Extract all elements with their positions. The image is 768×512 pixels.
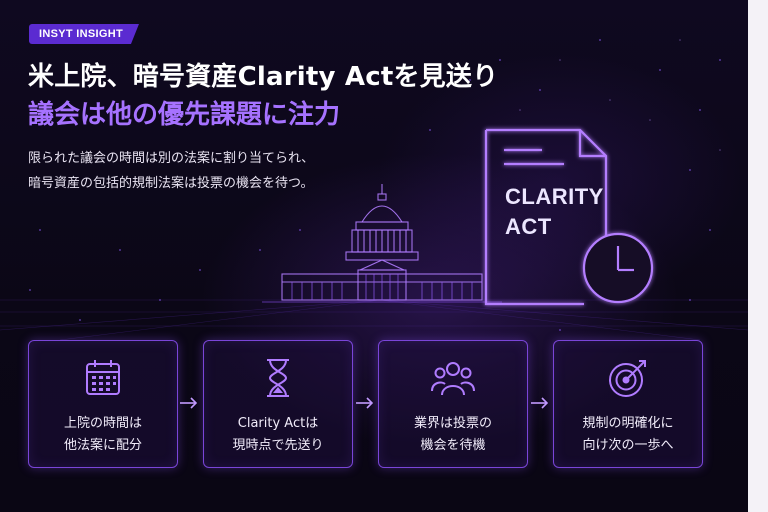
- brand-tag: INSYT INSIGHT: [29, 24, 139, 44]
- step-label: 規制の明確化に 向け次の一歩へ: [554, 413, 702, 457]
- arrow-right-icon: [356, 397, 374, 409]
- right-margin-strip: [748, 0, 768, 512]
- hourglass-icon: [267, 359, 289, 397]
- subtitle-line-1: 限られた議会の時間は別の法案に割り当てられ、: [28, 151, 315, 166]
- target-icon: [609, 360, 646, 397]
- headline-secondary: 議会は他の優先課題に注力: [28, 100, 341, 130]
- step-card-3: 業界は投票の 機会を待機: [378, 340, 528, 468]
- step-label-line-2: 他法案に配分: [63, 438, 142, 453]
- step-label-line-2: 現時点で先送り: [232, 438, 324, 453]
- step-label-line-2: 機会を待機: [420, 438, 486, 453]
- headline-primary: 米上院、暗号資産Clarity Actを見送り: [28, 62, 499, 92]
- arrow-right-icon: [531, 397, 549, 409]
- capitol-building-icon: [262, 184, 502, 303]
- document-title-line-2: ACT: [505, 214, 552, 239]
- step-card-1: 上院の時間は 他法案に配分: [28, 340, 178, 468]
- subtitle: 限られた議会の時間は別の法案に割り当てられ、 暗号資産の包括的規制法案は投票の機…: [28, 146, 314, 196]
- subtitle-line-2: 暗号資産の包括的規制法案は投票の機会を待つ。: [28, 176, 314, 191]
- step-label-line-1: 業界は投票の: [413, 416, 492, 431]
- step-label-line-1: Clarity Actは: [237, 416, 319, 431]
- calendar-icon: [86, 360, 120, 395]
- step-label: 業界は投票の 機会を待機: [379, 413, 527, 457]
- document-title-line-1: CLARITY: [505, 184, 604, 209]
- step-label-line-2: 向け次の一歩へ: [582, 438, 674, 453]
- step-label-line-1: 規制の明確化に: [582, 416, 674, 431]
- step-label: Clarity Actは 現時点で先送り: [204, 413, 352, 457]
- infographic-canvas: INSYT INSIGHT 米上院、暗号資産Clarity Actを見送り 議会…: [0, 0, 748, 512]
- step-card-2: Clarity Actは 現時点で先送り: [203, 340, 353, 468]
- step-card-4: 規制の明確化に 向け次の一歩へ: [553, 340, 703, 468]
- people-icon: [431, 362, 475, 396]
- document-title: CLARITY ACT: [505, 182, 604, 242]
- arrow-right-icon: [180, 397, 198, 409]
- step-label: 上院の時間は 他法案に配分: [29, 413, 177, 457]
- step-label-line-1: 上院の時間は: [63, 416, 142, 431]
- clarity-act-document-icon: [484, 128, 654, 306]
